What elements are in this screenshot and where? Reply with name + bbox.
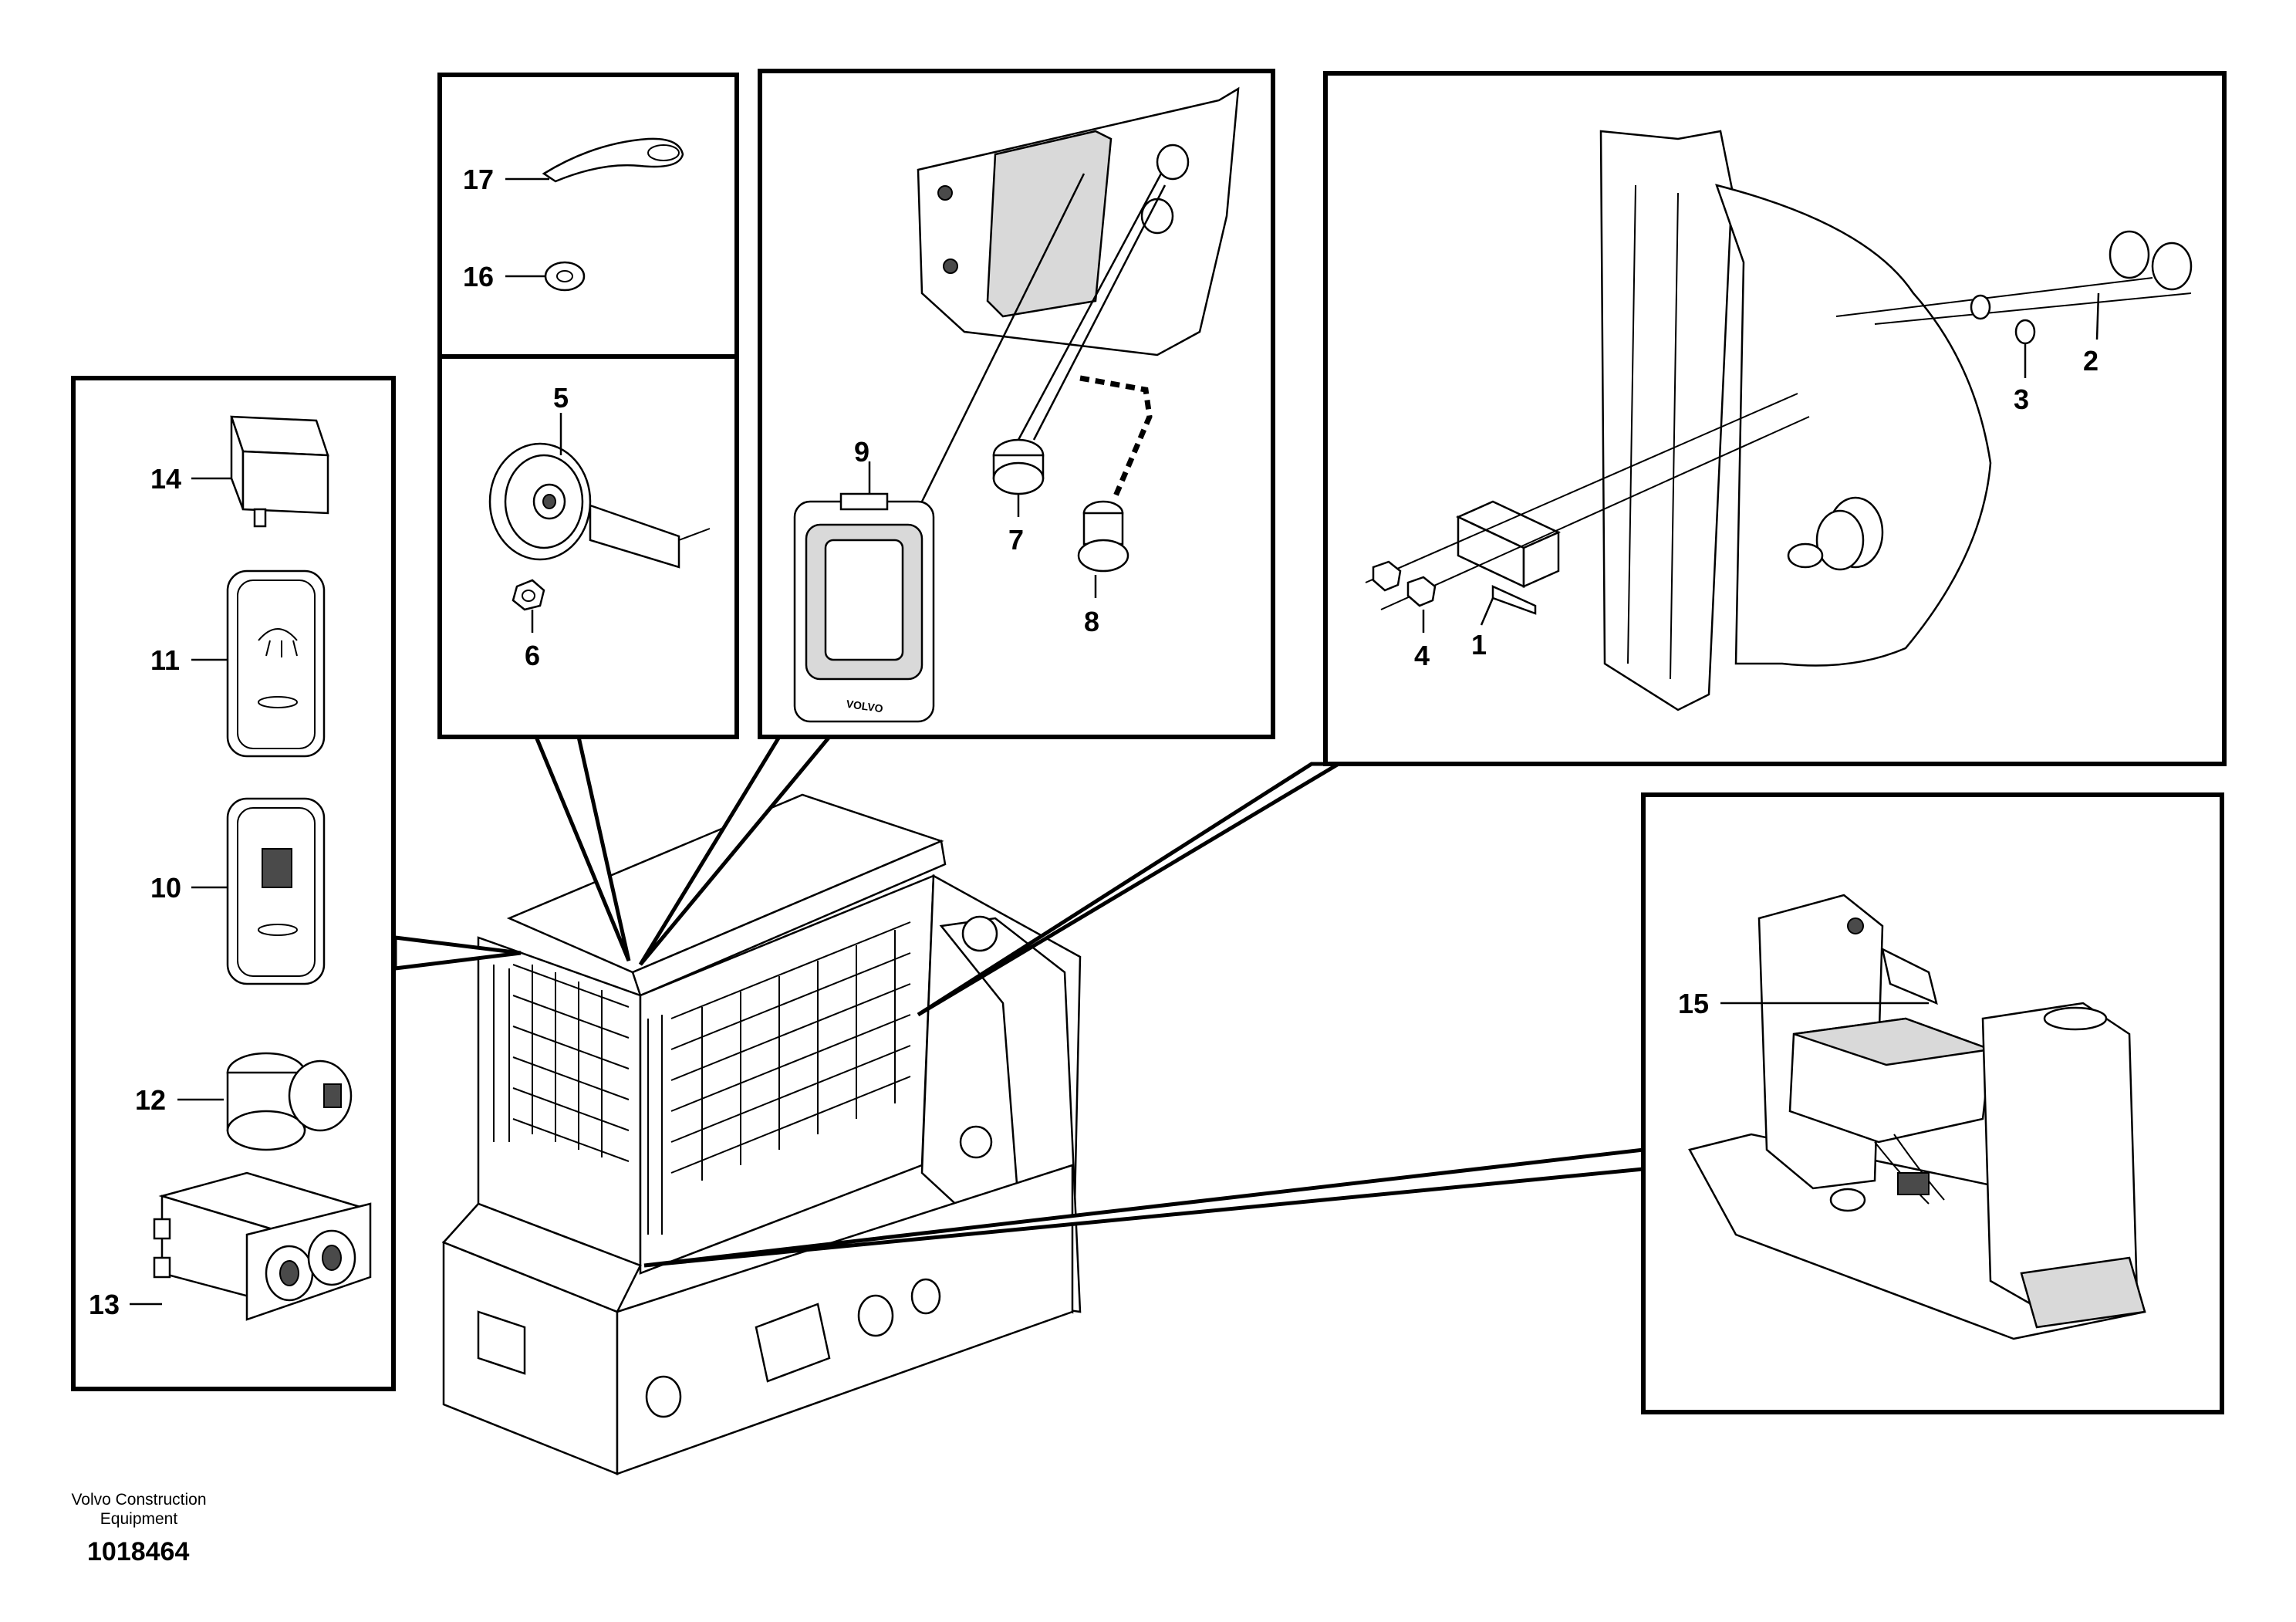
horn-box: 5 6 xyxy=(437,354,739,739)
callout-7: 7 xyxy=(1008,524,1024,556)
switch-housing xyxy=(153,1171,372,1321)
fitting-part xyxy=(1787,496,1884,571)
callout-1: 1 xyxy=(1471,629,1487,661)
document-number: 1018464 xyxy=(87,1537,189,1566)
callout-14: 14 xyxy=(150,463,181,495)
callout-2: 2 xyxy=(2083,345,2098,377)
callout-9: 9 xyxy=(854,436,869,468)
brand-line-2: Equipment xyxy=(100,1510,178,1528)
callout-5: 5 xyxy=(553,382,569,414)
callout-13: 13 xyxy=(89,1289,120,1320)
rocker-switch-lights xyxy=(226,569,326,758)
callout-16: 16 xyxy=(463,261,494,292)
display-box: VOLVO 9 7 8 xyxy=(758,69,1275,739)
callout-15: 15 xyxy=(1678,988,1709,1019)
cable-tie-box: 17 16 xyxy=(437,73,739,359)
nut-part-6 xyxy=(512,579,545,611)
callout-12: 12 xyxy=(135,1084,166,1116)
left-grille xyxy=(512,964,630,1162)
horn-part xyxy=(488,442,711,569)
callout-8: 8 xyxy=(1084,606,1099,637)
control-module-box: 15 xyxy=(1641,792,2224,1414)
pillar-part xyxy=(1599,130,1992,711)
callout-pointers xyxy=(393,735,1646,1268)
machine-cab-frame xyxy=(441,793,1082,1475)
callout-11: 11 xyxy=(150,644,180,676)
callout-17: 17 xyxy=(463,164,494,195)
button-part-7 xyxy=(992,438,1045,495)
relay-part xyxy=(230,415,329,528)
display-brand-text: VOLVO xyxy=(846,698,884,715)
button-part-8 xyxy=(1077,500,1129,573)
brand-line-1: Volvo Construction xyxy=(71,1491,206,1509)
key-switch xyxy=(226,1052,353,1151)
right-grille xyxy=(670,921,911,1181)
display-bracket xyxy=(917,86,1240,357)
washer-part-16 xyxy=(544,261,586,292)
cable-tie-part xyxy=(542,137,684,183)
bracket-post-box: 2 3 4 1 xyxy=(1323,71,2227,766)
display-unit: VOLVO xyxy=(793,492,935,723)
callout-4: 4 xyxy=(1414,640,1430,671)
callout-3: 3 xyxy=(2014,384,2029,415)
bracket-part-1 xyxy=(1455,500,1562,615)
switch-panel-box: 14 11 10 12 13 xyxy=(71,376,396,1391)
callout-10: 10 xyxy=(150,872,181,904)
callout-6: 6 xyxy=(525,640,540,671)
rocker-switch-lock xyxy=(226,797,326,985)
